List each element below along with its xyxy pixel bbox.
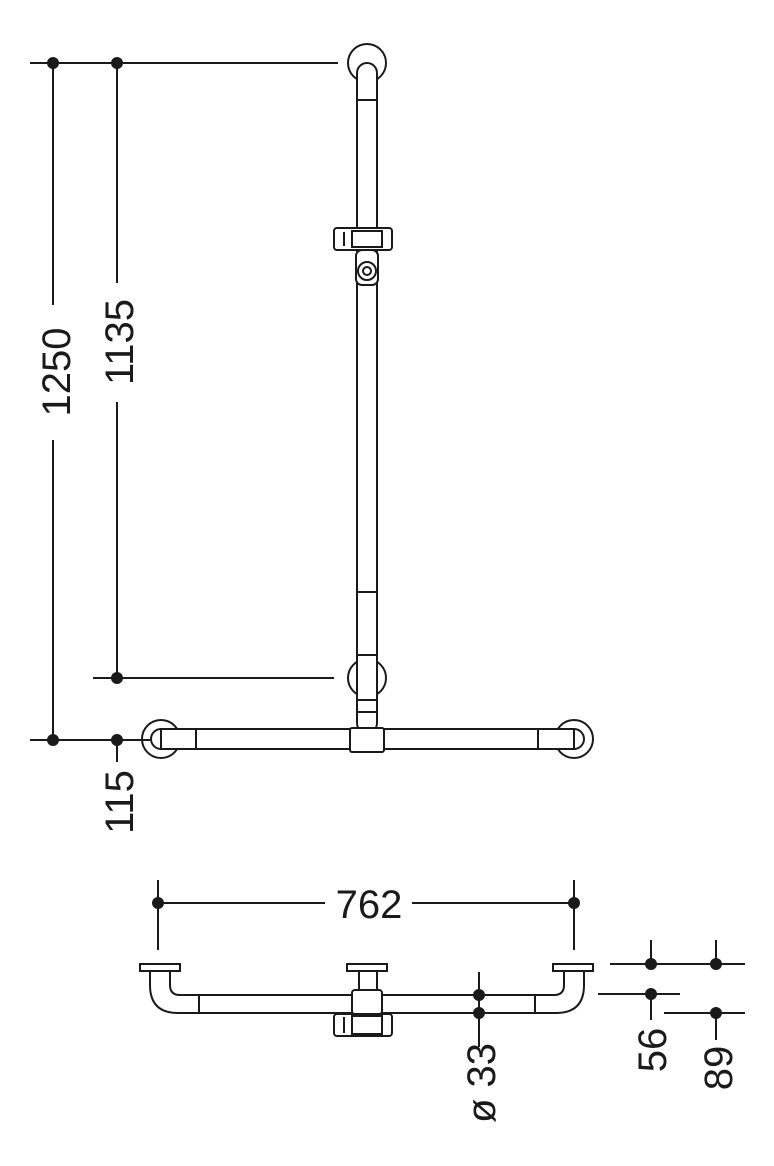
shower-holder — [333, 227, 393, 286]
dim-1250: 1250 — [35, 328, 79, 417]
top-holder — [333, 989, 393, 1037]
top-rail — [149, 970, 585, 1014]
dim-diameter: ø 33 — [460, 1043, 504, 1123]
middle-flange — [346, 963, 388, 972]
top-view: 762 ø 33 5 — [139, 880, 745, 1123]
vertical-rail — [356, 62, 378, 734]
t-connector — [349, 727, 385, 753]
front-view — [141, 43, 594, 759]
rail-over-rosette — [356, 654, 378, 701]
right-flange — [552, 963, 594, 972]
dim-115: 115 — [98, 770, 142, 834]
dim-762: 762 — [336, 883, 403, 927]
left-flange — [139, 963, 181, 972]
dim-89: 89 — [697, 1046, 741, 1091]
dim-56: 56 — [631, 1028, 675, 1073]
front-dimensions: 1250 1135 115 — [30, 57, 338, 834]
dim-1135: 1135 — [98, 299, 142, 385]
